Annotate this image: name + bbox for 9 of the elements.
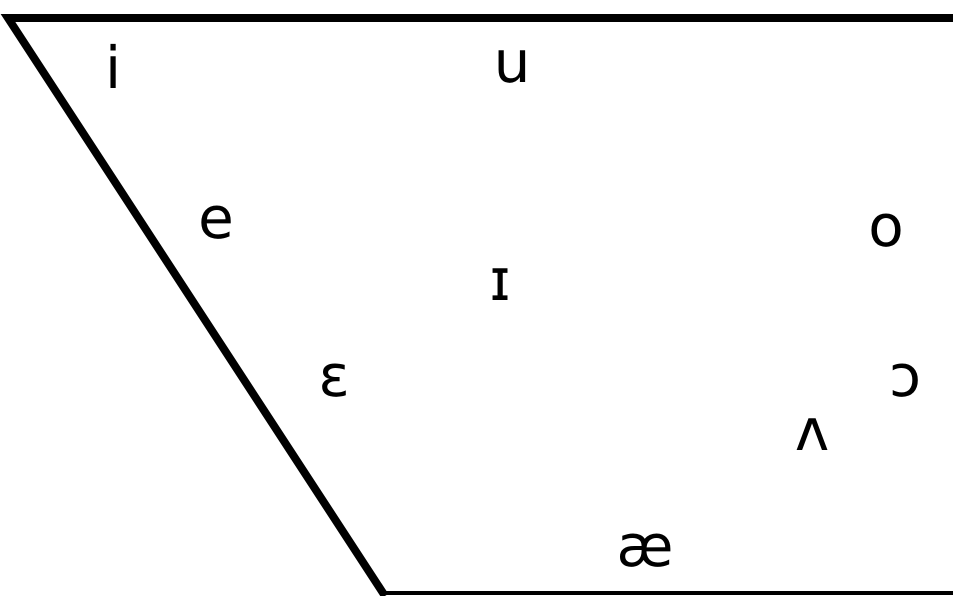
vowel-symbol: ʌ [794,401,830,459]
vowel-symbol: o [868,197,904,255]
vowel-symbol: ɔ [889,347,921,405]
vowel-symbol: e [198,189,234,247]
vowel-symbol: ɪ [489,251,511,309]
vowel-symbol: u [494,33,530,91]
vowel-symbol: ɛ [318,347,350,405]
vowel-symbol: i [104,39,122,97]
vowel-symbol: æ [616,517,674,575]
